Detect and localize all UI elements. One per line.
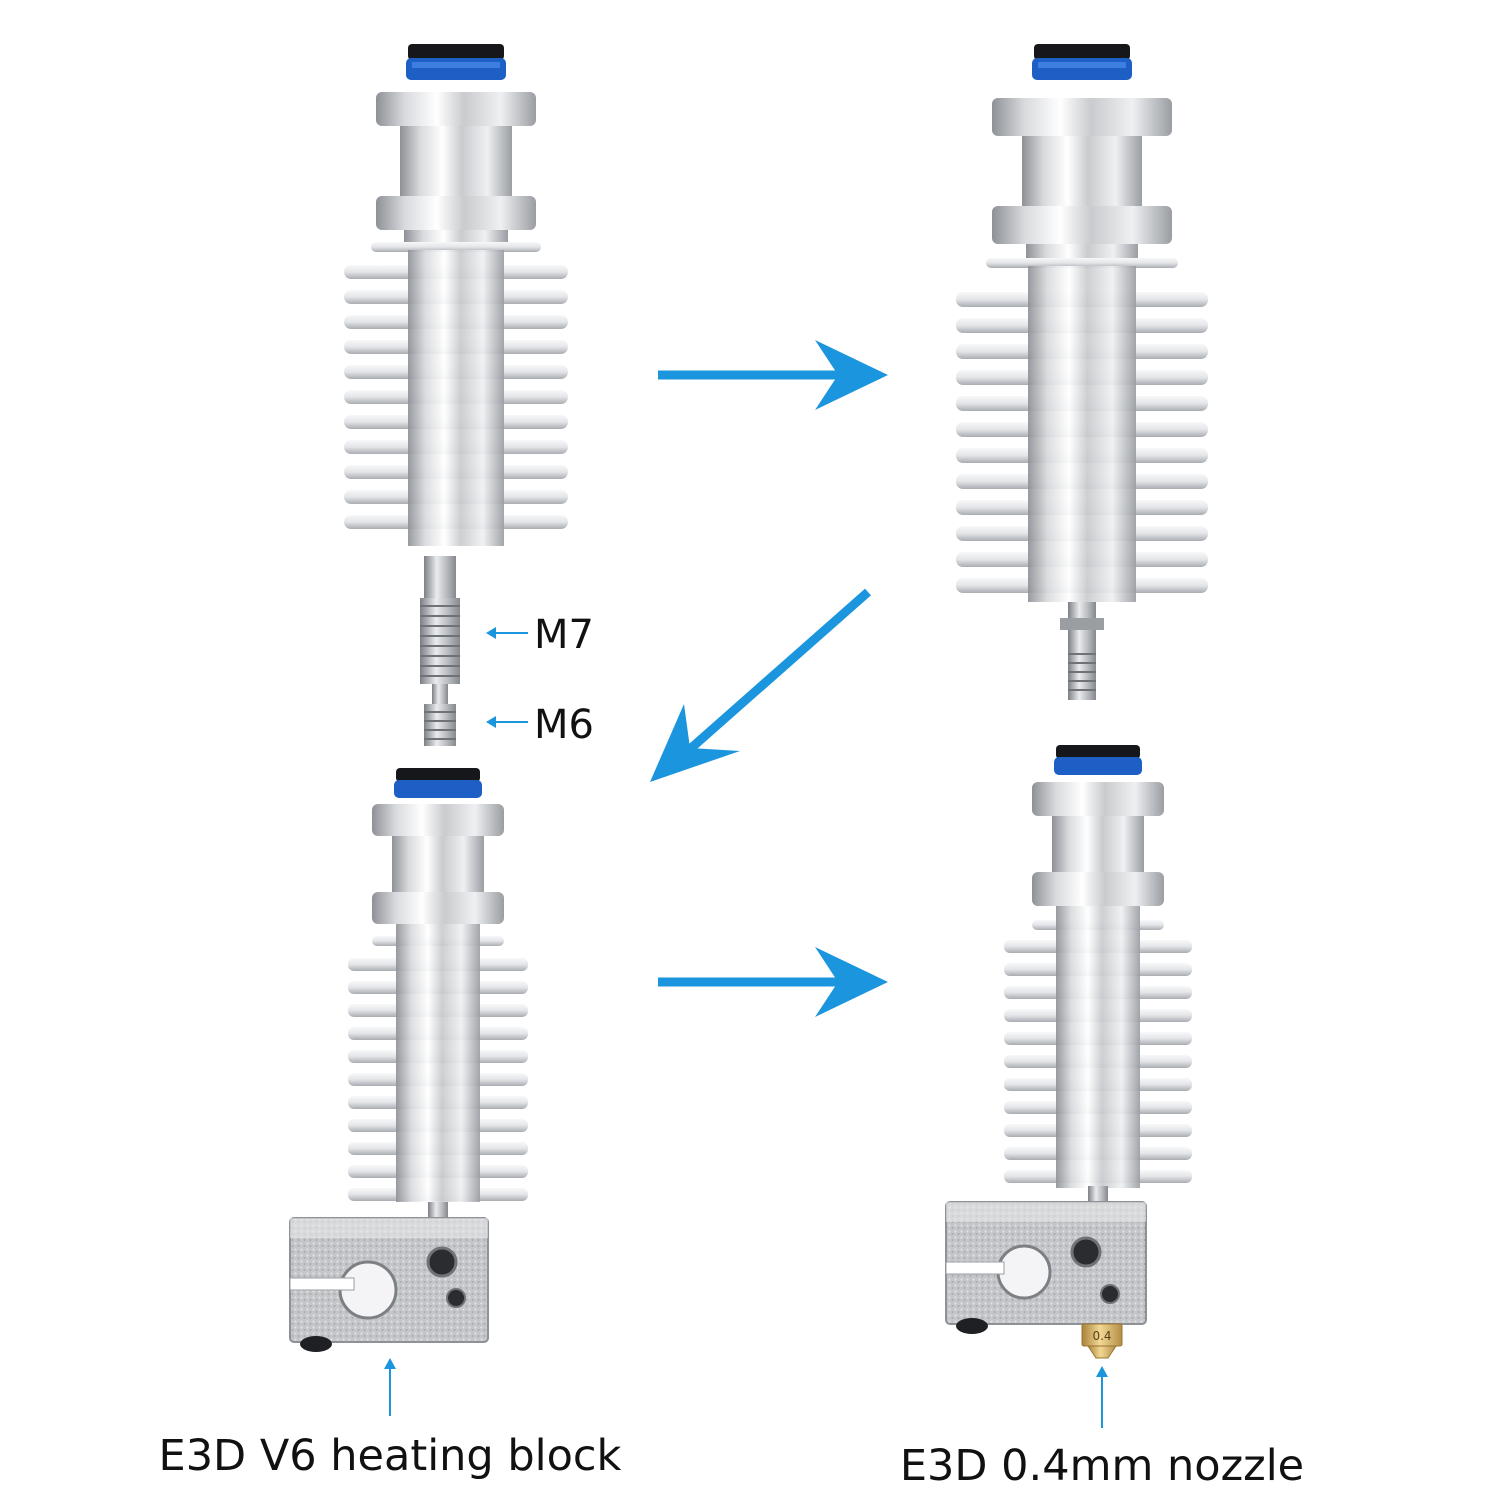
long-right-arrow-icon	[815, 947, 888, 1017]
heating-block	[945, 1201, 1147, 1334]
flow-arrow-top	[658, 340, 888, 410]
coupler-icon	[1032, 44, 1132, 80]
coupler-icon	[406, 44, 506, 80]
pointer-arrowhead-icon	[486, 716, 496, 728]
m6-callout: M6	[486, 702, 594, 748]
set-screw-icon	[446, 1288, 466, 1308]
thread-label-m6: M6	[534, 702, 594, 748]
installed-heat-break	[1060, 602, 1104, 700]
heatsink-bottom-right	[1004, 745, 1192, 1204]
clamp-screw-head-icon	[956, 1318, 988, 1334]
m7-callout: M7	[486, 612, 594, 658]
heating-block	[289, 1217, 489, 1352]
heatsink-top-right	[956, 44, 1208, 700]
coupler-icon	[1054, 745, 1142, 775]
heating-block-label: E3D V6 heating block	[159, 1431, 622, 1481]
long-right-arrow-icon	[815, 340, 888, 410]
set-screw-icon	[426, 1246, 458, 1278]
pointer-arrowhead-icon	[486, 627, 496, 639]
set-screw-icon	[1070, 1236, 1102, 1268]
m6-thread	[424, 704, 456, 746]
coupler-icon	[394, 768, 482, 798]
flow-arrow-diagonal	[650, 588, 871, 782]
nozzle-label: E3D 0.4mm nozzle	[900, 1441, 1304, 1491]
brass-nozzle: 0.4	[1081, 1323, 1123, 1359]
set-screw-icon	[1100, 1284, 1120, 1304]
heating-block-callout: E3D V6 heating block	[159, 1358, 622, 1481]
heat-break	[420, 556, 460, 746]
heatsink-top-left	[344, 44, 568, 546]
flow-arrow-bottom	[658, 947, 888, 1017]
m7-thread	[420, 598, 460, 684]
thread-label-m7: M7	[534, 612, 594, 658]
pointer-arrowhead-icon	[1096, 1366, 1108, 1377]
nozzle-callout: E3D 0.4mm nozzle	[900, 1366, 1304, 1491]
clamp-screw-head-icon	[300, 1336, 332, 1352]
heatsink-bottom-left	[348, 768, 528, 1220]
nozzle-size-marking: 0.4	[1092, 1329, 1111, 1343]
diagonal-arrow-icon	[650, 704, 740, 782]
pointer-arrowhead-icon	[384, 1358, 396, 1369]
